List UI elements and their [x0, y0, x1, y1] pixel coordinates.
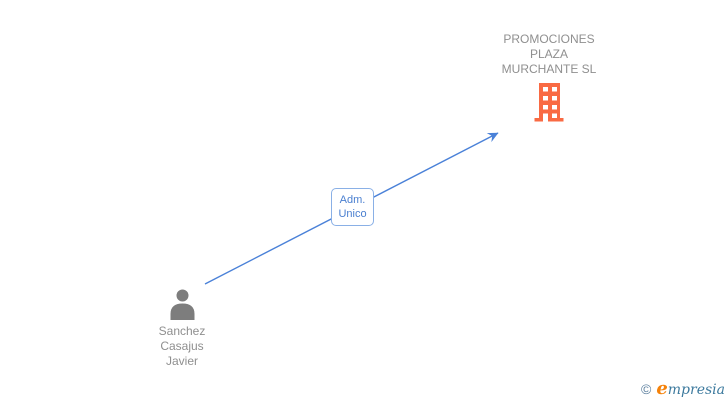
- person-icon: [170, 289, 194, 320]
- relationship-label-line-1: Adm.: [339, 194, 366, 206]
- brand-name: empresia: [656, 380, 725, 398]
- company-name-line-3: MURCHANTE SL: [501, 62, 597, 76]
- relationship-label[interactable]: Adm. Unico: [331, 188, 374, 226]
- person-name-line-2: Casajus: [160, 339, 204, 353]
- company-name-label: PROMOCIONES PLAZA MURCHANTE SL: [502, 32, 597, 77]
- person-name-line-1: Sanchez: [158, 324, 206, 338]
- person-name-label: Sanchez Casajus Javier: [159, 324, 206, 369]
- copyright-icon: ©: [640, 381, 652, 397]
- building-icon: [534, 83, 564, 122]
- person-node[interactable]: Sanchez Casajus Javier: [117, 289, 247, 369]
- brand-initial: e: [656, 378, 668, 399]
- relationship-label-line-2: Unico: [338, 208, 367, 220]
- company-name-line-2: PLAZA: [529, 47, 568, 61]
- company-name-line-1: PROMOCIONES: [503, 32, 595, 46]
- person-name-line-3: Javier: [165, 354, 198, 368]
- company-node[interactable]: PROMOCIONES PLAZA MURCHANTE SL: [479, 32, 619, 122]
- brand-rest: mpresia: [667, 382, 725, 398]
- empresia-logo[interactable]: © empresia: [641, 380, 725, 398]
